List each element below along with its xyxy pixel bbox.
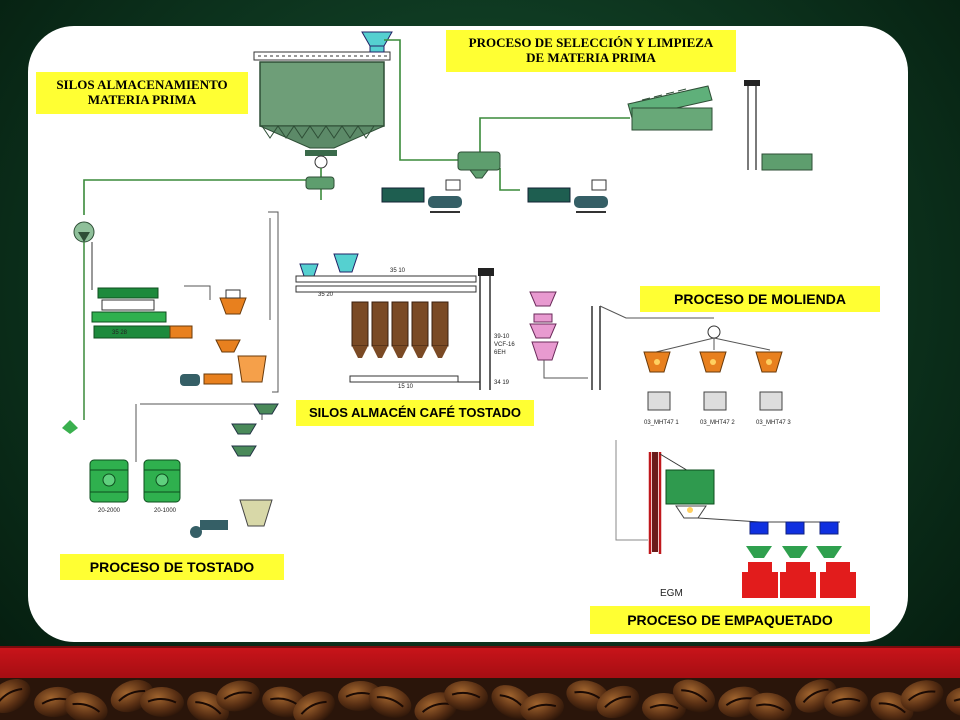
coffee-bean xyxy=(140,686,184,718)
tag-3528: 35 28 xyxy=(112,330,128,336)
coffee-bean-crease xyxy=(223,691,252,700)
coffee-bean xyxy=(748,692,792,720)
coffee-bean-crease xyxy=(725,697,754,706)
packaging-hopper xyxy=(665,469,840,523)
selection-machine xyxy=(627,85,713,131)
tag-3520: 35 20 xyxy=(318,292,334,298)
red-band xyxy=(0,646,960,680)
coffee-bean-crease xyxy=(574,691,603,701)
conveyor-2 xyxy=(527,179,608,213)
label-roasting: PROCESO DE TOSTADO xyxy=(60,554,284,580)
tag-3419: 34 19 xyxy=(494,380,510,386)
transfer-pipes xyxy=(83,39,630,215)
coffee-bean xyxy=(946,686,960,718)
coffee-bean-crease xyxy=(527,703,557,711)
roaster-machine-upper xyxy=(91,287,193,339)
coffee-bean xyxy=(444,680,488,712)
coffee-bean xyxy=(900,680,944,712)
coffee-bean-crease xyxy=(451,691,481,699)
tag-roaster-1: 20-2000 xyxy=(98,508,121,514)
pink-units xyxy=(529,291,588,379)
coffee-beans-strip xyxy=(0,678,960,720)
coffee-bean xyxy=(0,678,31,714)
coffee-bean-crease xyxy=(755,703,785,712)
coffee-bean xyxy=(824,686,868,718)
coffee-bean-crease xyxy=(376,696,404,708)
coffee-bean-crease xyxy=(681,689,708,703)
coffee-bean-crease xyxy=(604,695,632,708)
tag-1510: 15 10 xyxy=(398,384,414,390)
tag-3510: 35 10 xyxy=(390,268,406,274)
coffee-bean xyxy=(520,692,564,720)
roasted-coffee-silos xyxy=(349,301,459,383)
roaster-1 xyxy=(62,420,129,503)
coffee-bean-crease xyxy=(649,704,679,710)
coffee-bean xyxy=(672,679,716,713)
tag-roaster-2: 20-1000 xyxy=(154,508,177,514)
coffee-bean xyxy=(293,691,335,720)
bucket-elevator-3 xyxy=(591,305,714,390)
label-grinding: PROCESO DE MOLIENDA xyxy=(640,286,880,312)
small-feeder xyxy=(305,176,335,190)
roasting-pipes xyxy=(135,211,279,462)
grinder-hoppers xyxy=(643,351,783,411)
bucket-elevator-1 xyxy=(744,80,813,171)
label-roasted-silos: SILOS ALMACÉN CAFÉ TOSTADO xyxy=(296,400,534,426)
coffee-bean-crease xyxy=(0,688,23,704)
roasting-hoppers-right xyxy=(190,403,279,538)
tag-mill-3: 03_MHT47 3 xyxy=(756,420,791,426)
coffee-bean xyxy=(216,680,260,712)
roaster-2 xyxy=(143,459,181,503)
coffee-bean xyxy=(596,685,640,719)
coffee-bean-crease xyxy=(878,702,906,714)
coffee-bean xyxy=(64,692,108,720)
tag-mill-1: 03_MHT47 1 xyxy=(644,420,679,426)
coffee-bean-crease xyxy=(195,701,222,715)
coffee-bean-crease xyxy=(118,689,146,702)
coffee-bean-crease xyxy=(953,697,960,705)
coffee-bean-crease xyxy=(72,702,101,713)
intake-hopper xyxy=(361,31,393,53)
tag-packer: EGM xyxy=(660,588,683,599)
packaging-units xyxy=(742,521,856,598)
orange-hoppers-roasting xyxy=(180,289,267,386)
coffee-bean-crease xyxy=(831,697,861,704)
coffee-bean-crease xyxy=(147,698,177,704)
tag-mill-2: 03_MHT47 2 xyxy=(700,420,735,426)
cyclone xyxy=(73,221,95,420)
cyan-hoppers-roasted xyxy=(295,253,477,293)
coffee-bean-crease xyxy=(908,690,936,702)
coffee-bean xyxy=(642,692,686,720)
raw-material-silo xyxy=(253,51,391,169)
label-selection-cleaning: PROCESO DE SELECCIÓN Y LIMPIEZA DE MATER… xyxy=(446,30,736,72)
coffee-bean-crease xyxy=(421,702,450,713)
conveyor-1 xyxy=(381,179,462,213)
coffee-bean-crease xyxy=(300,700,327,715)
bucket-elevator-2 xyxy=(458,268,494,390)
packaging-elevator xyxy=(615,440,691,554)
label-packaging: PROCESO DE EMPAQUETADO xyxy=(590,606,870,634)
coffee-bean-crease xyxy=(270,697,299,706)
coffee-beans-illustration xyxy=(0,678,960,720)
grinding-distribution xyxy=(655,325,771,353)
coffee-bean-crease xyxy=(802,688,829,704)
label-storage-silos: SILOS ALMACENAMIENTO MATERIA PRIMA xyxy=(36,72,248,114)
cleaning-unit xyxy=(457,151,501,179)
coffee-bean xyxy=(368,686,412,718)
